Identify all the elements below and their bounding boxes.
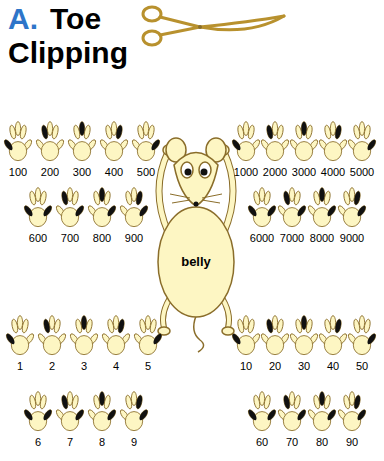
code-number: 800: [93, 232, 111, 245]
body-label: belly: [181, 254, 211, 269]
code-number: 90: [346, 436, 358, 449]
code-number: 2: [49, 360, 55, 373]
code-number: 2000: [263, 166, 287, 179]
code-number: 900: [125, 232, 143, 245]
code-number: 8: [99, 436, 105, 449]
code-number: 3000: [292, 166, 316, 179]
code-number: 500: [137, 166, 155, 179]
code-number: 9: [131, 436, 137, 449]
code-number: 4: [113, 360, 119, 373]
code-number: 1: [17, 360, 23, 373]
code-number: 200: [41, 166, 59, 179]
code-number: 80: [316, 436, 328, 449]
code-number: 5000: [350, 166, 374, 179]
code-number: 700: [61, 232, 79, 245]
code-number: 8000: [310, 232, 334, 245]
mouse-picture: [158, 138, 234, 352]
code-number: 400: [105, 166, 123, 179]
code-number: 10: [240, 360, 252, 373]
code-number: 5: [145, 360, 151, 373]
scissors-picture: [143, 7, 284, 45]
code-number: 30: [298, 360, 310, 373]
code-number: 40: [327, 360, 339, 373]
code-number: 70: [286, 436, 298, 449]
code-number: 7: [67, 436, 73, 449]
code-number: 1000: [234, 166, 258, 179]
code-number: 20: [269, 360, 281, 373]
code-number: 3: [81, 360, 87, 373]
code-number: 6000: [250, 232, 274, 245]
panel-letter: A.: [8, 2, 38, 36]
code-number: 50: [356, 360, 368, 373]
code-number: 300: [73, 166, 91, 179]
code-number: 60: [256, 436, 268, 449]
paw-pictures: [3, 122, 377, 431]
code-number: 600: [29, 232, 47, 245]
code-number: 6: [35, 436, 41, 449]
code-number: 4000: [321, 166, 345, 179]
code-number: 7000: [280, 232, 304, 245]
code-number: 9000: [340, 232, 364, 245]
code-number: 100: [9, 166, 27, 179]
